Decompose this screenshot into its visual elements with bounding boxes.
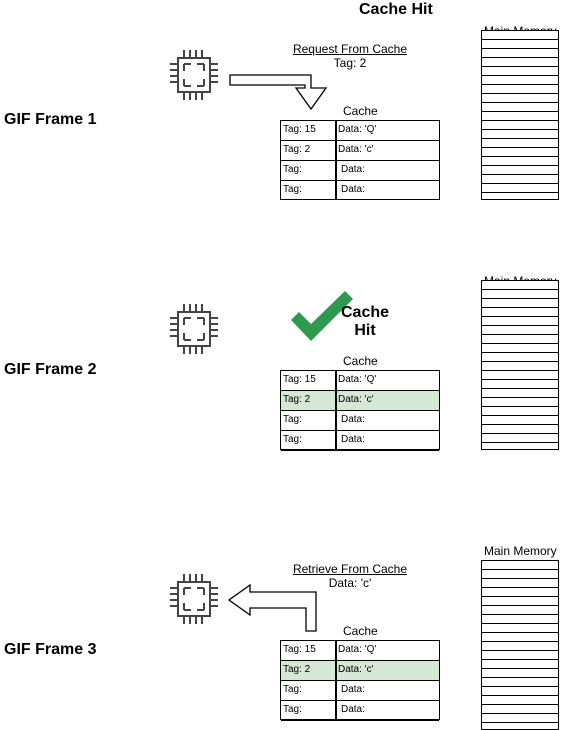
cache-hit-line1: Cache [340,304,390,321]
cpu-icon [170,50,218,100]
request-arrow-icon [229,74,328,111]
cache-tag: Tag: [283,184,302,195]
cpu-icon [170,304,218,354]
request-tag: Tag: 2 [333,56,367,70]
cache-data: Data: [341,684,365,695]
cache-row: Tag: 15 Data: 'Q' [281,371,439,391]
cache-tag: Tag: [283,684,302,695]
cpu-icon [170,574,218,624]
cache-tag: Tag: 15 [283,124,316,135]
cache-label: Cache [343,354,378,368]
frame-1-label: GIF Frame 1 [4,111,97,128]
cache-data: Data: [341,164,365,175]
cache-data: Data: 'Q' [338,124,377,135]
cache-table: Tag: 15 Data: 'Q' Tag: 2 Data: 'c' Tag: … [280,640,440,721]
cache-hit-line2: Hit [354,322,376,339]
cache-row: Tag: 15 Data: 'Q' [281,641,439,661]
cache-data: Data: 'Q' [338,644,377,655]
request-title: Request From Cache [292,42,408,56]
cache-data: Data: 'Q' [338,374,377,385]
main-memory-block [481,280,559,450]
cache-row: Tag: Data: [281,431,439,451]
cache-row: Tag: Data: [281,681,439,701]
retrieve-title: Retrieve From Cache [292,562,408,576]
cache-table: Tag: 15 Data: 'Q' Tag: 2 Data: 'c' Tag: … [280,120,440,200]
cache-column-divider [335,371,337,449]
cache-data: Data: [341,414,365,425]
cache-label: Cache [343,624,378,638]
cache-table: Tag: 15 Data: 'Q' Tag: 2 Data: 'c' Tag: … [280,370,440,451]
cache-data: Data: [341,704,365,715]
cache-row: Tag: Data: [281,701,439,721]
cache-row: Tag: Data: [281,161,439,181]
cache-row: Tag: 2 Data: 'c' [281,141,439,161]
cache-data: Data: 'c' [338,394,374,405]
cache-row: Tag: Data: [281,181,439,201]
cache-data: Data: [341,184,365,195]
cache-hit-text: Cache Hit [338,304,392,340]
cache-tag: Tag: [283,414,302,425]
frame-2-label: GIF Frame 2 [4,361,97,378]
cache-tag: Tag: 2 [283,394,311,405]
cache-tag: Tag: 15 [283,644,316,655]
cache-tag: Tag: 2 [283,664,311,675]
cache-tag: Tag: [283,164,302,175]
cache-tag: Tag: 15 [283,374,316,385]
cache-tag: Tag: 2 [283,144,311,155]
cache-data: Data: [341,434,365,445]
main-memory-block [481,30,559,200]
main-memory-label: Main Memory [484,544,557,558]
cache-row-highlighted: Tag: 2 Data: 'c' [281,391,439,411]
cache-row: Tag: Data: [281,411,439,431]
diagram-title: Cache Hit [359,1,433,18]
cache-data: Data: 'c' [338,144,374,155]
cache-label: Cache [343,104,378,118]
main-memory-block [481,560,559,730]
cache-row: Tag: 15 Data: 'Q' [281,121,439,141]
cache-row-highlighted: Tag: 2 Data: 'c' [281,661,439,681]
retrieve-data: Data: 'c' [328,576,372,590]
cache-tag: Tag: [283,704,302,715]
cache-column-divider [335,641,337,719]
retrieve-arrow-icon [228,584,317,632]
checkmark-icon [291,291,353,341]
frame-3-label: GIF Frame 3 [4,641,97,658]
cache-tag: Tag: [283,434,302,445]
cache-data: Data: 'c' [338,664,374,675]
